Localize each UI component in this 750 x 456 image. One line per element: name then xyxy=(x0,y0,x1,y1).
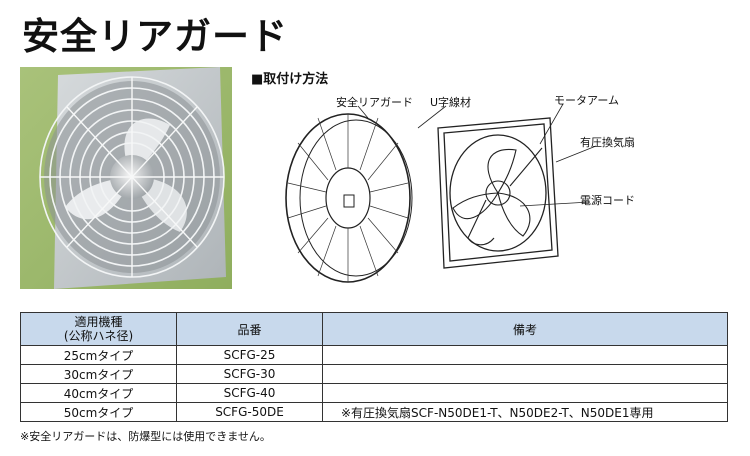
table-row: 40cmタイプ SCFG-40 xyxy=(20,383,728,403)
cell-note: ※有圧換気扇SCF-N50DE1-T、N50DE2-T、N50DE1専用 xyxy=(322,402,728,422)
cell-part: SCFG-40 xyxy=(176,383,323,403)
header-model: 適用機種 (公称ハネ径) xyxy=(20,312,177,346)
table-header-row: 適用機種 (公称ハネ径) 品番 備考 xyxy=(20,312,728,346)
callout-u-wire: U字線材 xyxy=(430,96,472,109)
page-title: 安全リアガード xyxy=(22,15,288,58)
cell-model: 40cmタイプ xyxy=(20,383,177,403)
cell-model: 30cmタイプ xyxy=(20,364,177,384)
cell-note xyxy=(322,383,728,403)
installation-diagram: 安全リアガード U字線材 モータアーム 有圧換気扇 電源コード xyxy=(258,88,728,298)
cell-part: SCFG-25 xyxy=(176,345,323,365)
table-row: 30cmタイプ SCFG-30 xyxy=(20,364,728,384)
callout-motor-arm: モータアーム xyxy=(554,94,620,107)
header-model-line2: (公称ハネ径) xyxy=(63,329,134,343)
table-row: 50cmタイプ SCFG-50DE ※有圧換気扇SCF-N50DE1-T、N50… xyxy=(20,402,728,422)
cell-part: SCFG-30 xyxy=(176,364,323,384)
install-method-heading: ■取付け方法 xyxy=(251,72,329,87)
callout-power-cord: 電源コード xyxy=(580,194,635,207)
header-notes: 備考 xyxy=(322,312,728,346)
header-part: 品番 xyxy=(176,312,323,346)
cell-note xyxy=(322,364,728,384)
callout-guard: 安全リアガード xyxy=(336,96,413,109)
header-model-line1: 適用機種 xyxy=(74,315,123,329)
table-row: 25cmタイプ SCFG-25 xyxy=(20,345,728,365)
callout-pressure-fan: 有圧換気扇 xyxy=(580,136,635,149)
cell-model: 25cmタイプ xyxy=(20,345,177,365)
cell-part: SCFG-50DE xyxy=(176,402,323,422)
cell-note xyxy=(322,345,728,365)
cell-model: 50cmタイプ xyxy=(20,402,177,422)
product-photo xyxy=(20,67,232,289)
spec-table: 適用機種 (公称ハネ径) 品番 備考 25cmタイプ SCFG-25 30cmタ… xyxy=(20,312,728,422)
footnote: ※安全リアガードは、防爆型には使用できません。 xyxy=(20,430,271,443)
